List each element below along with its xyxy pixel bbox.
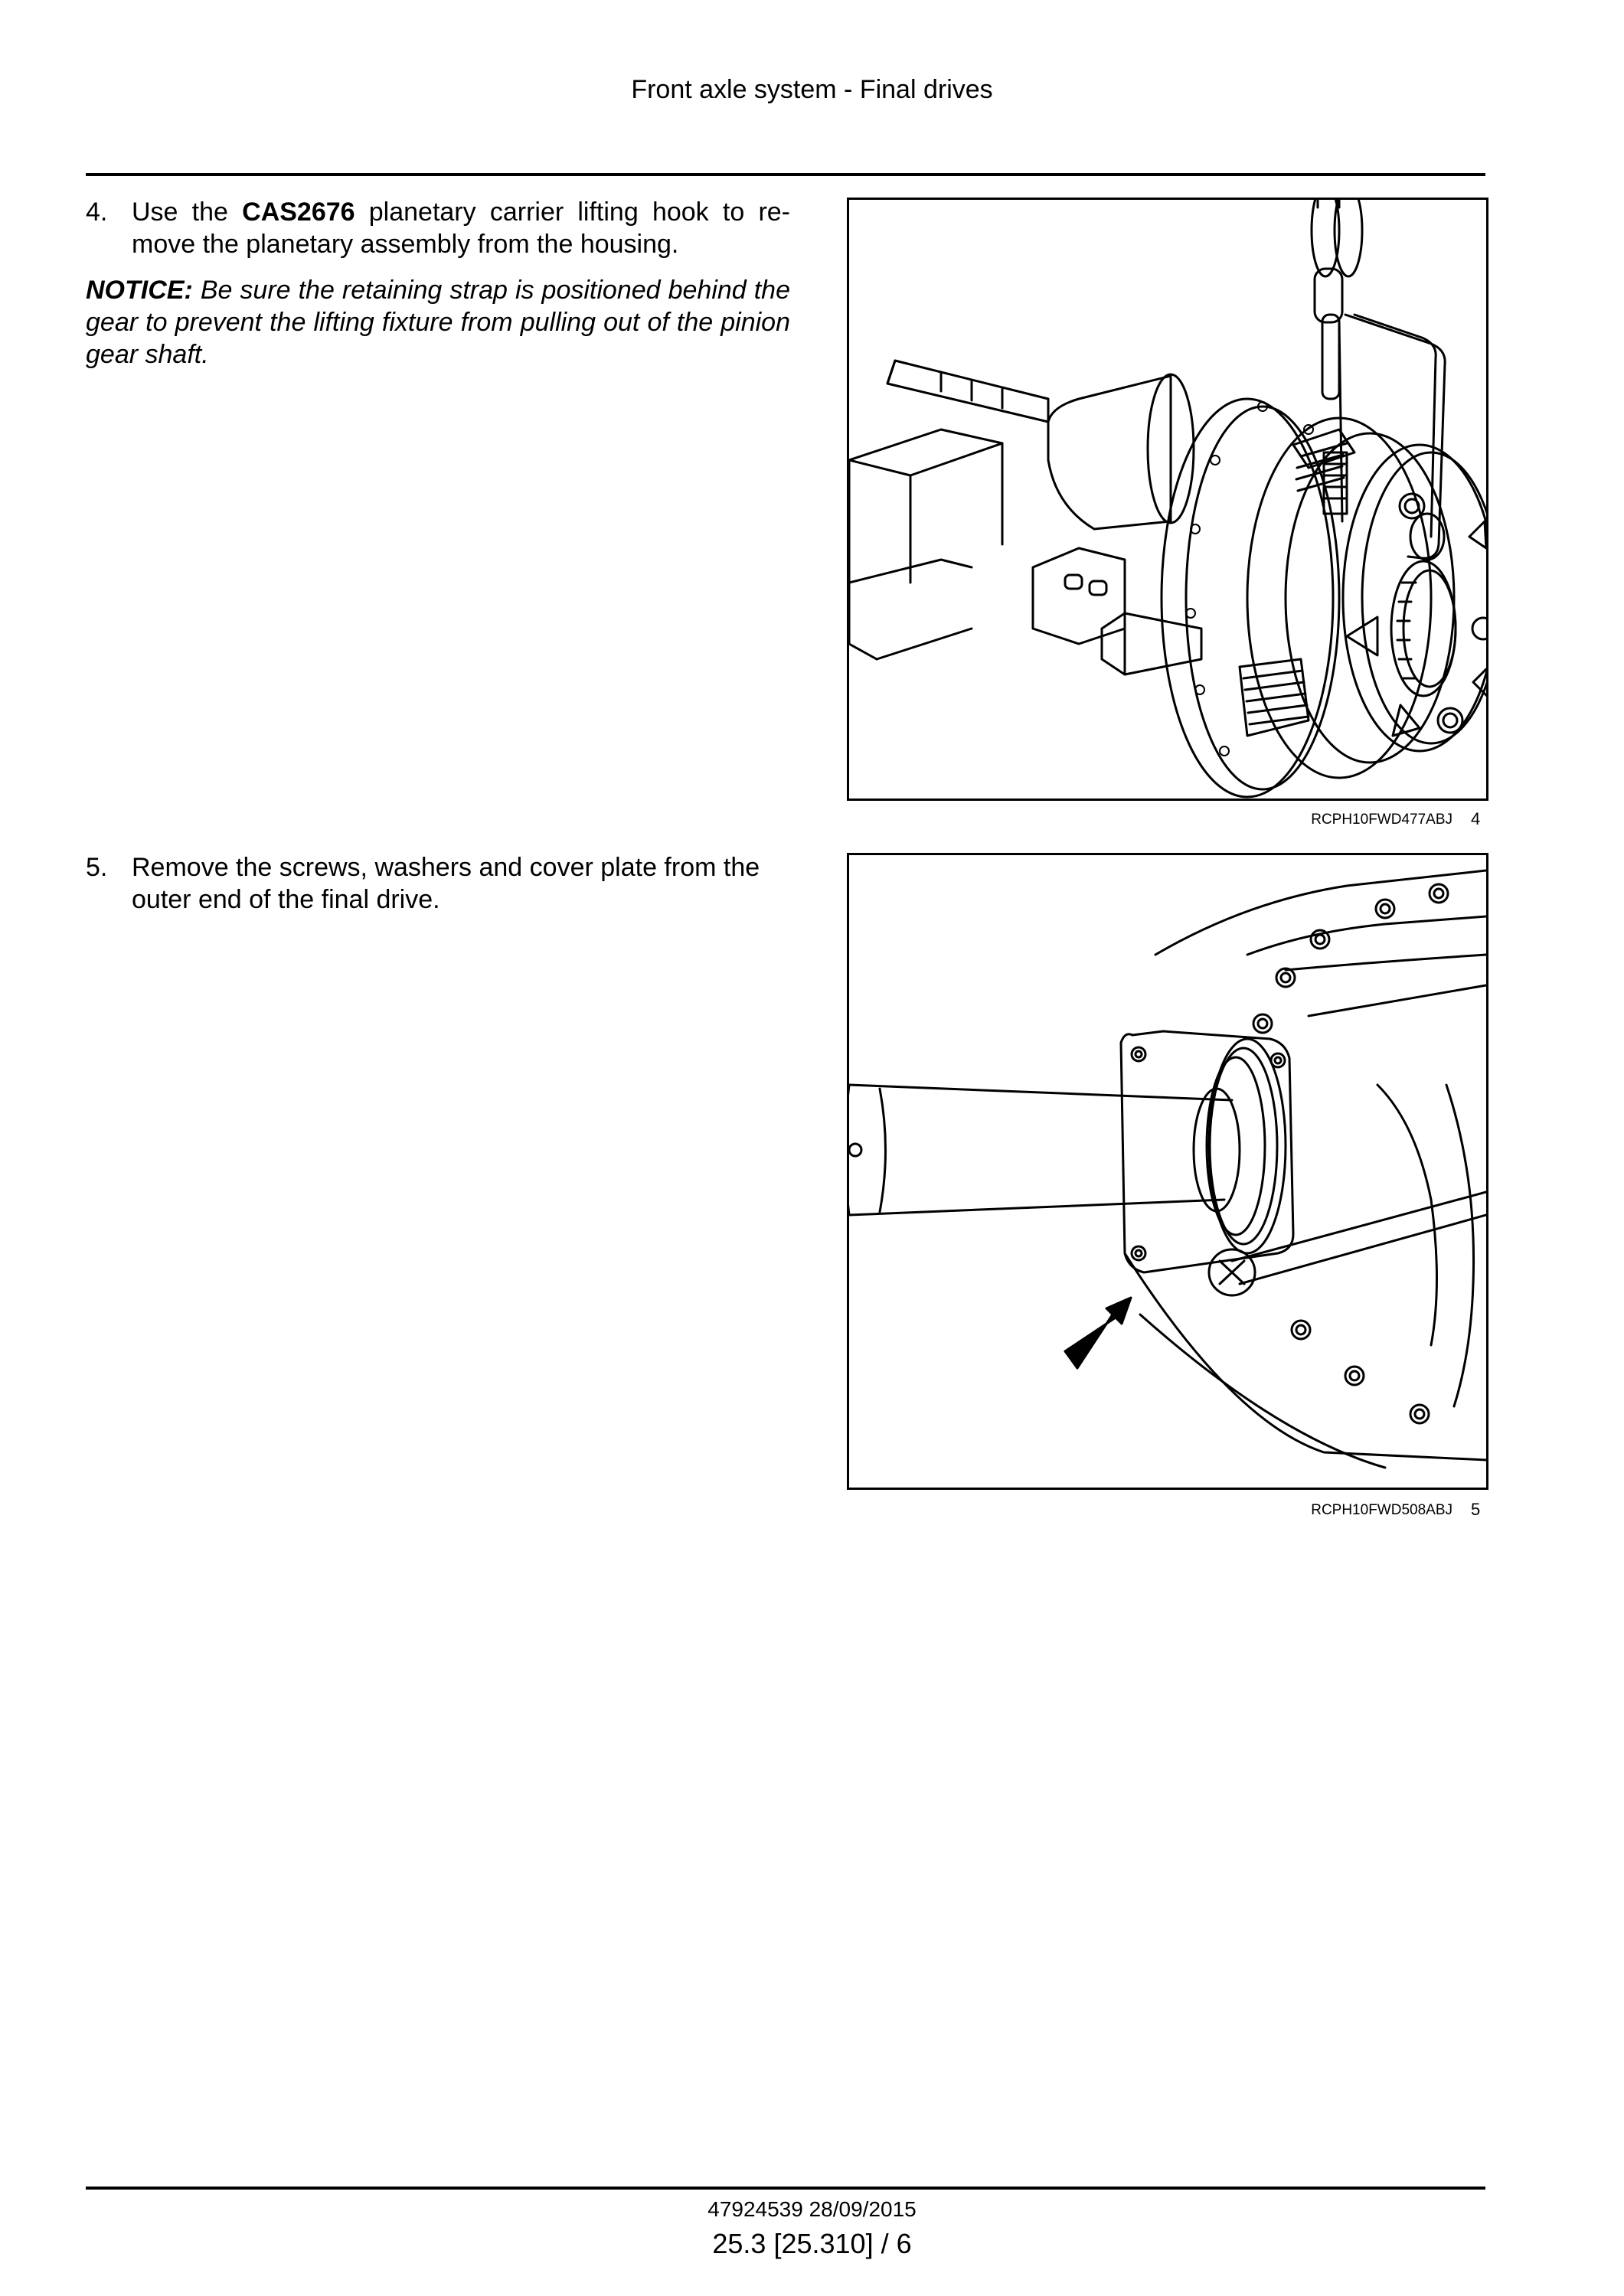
step-text: Remove the screws, washers and cover pla… [132, 853, 760, 914]
figure-number: 4 [1471, 809, 1481, 828]
page-number: 25.3 [25.310] / 6 [712, 2228, 912, 2259]
notice-label: NOTICE: [86, 276, 193, 305]
page-header-title: Front axle system - Final drives [631, 75, 993, 104]
figure-number: 5 [1471, 1500, 1481, 1519]
tool-code: CAS2676 [242, 198, 355, 227]
step-text-part: planetary carrier lifting hook to re-mov… [132, 198, 790, 259]
footer-rule [86, 2187, 1485, 2190]
notice-text: Be sure the retaining strap is positione… [86, 276, 790, 369]
notice-block: NOTICE: Be sure the retaining strap is p… [86, 274, 790, 371]
step-text-part: Use the [132, 198, 243, 227]
step-text: Use the CAS2676 planetary carrier liftin… [132, 196, 790, 260]
step-5: 5. Remove the screws, washers and cover … [86, 851, 790, 916]
step-number: 5. [86, 853, 108, 882]
figure-code: RCPH10FWD508ABJ [1311, 1502, 1452, 1518]
figure-planetary-lift [847, 198, 1488, 801]
figure-code: RCPH10FWD477ABJ [1311, 812, 1452, 828]
document-code: 47924539 28/09/2015 [707, 2197, 917, 2221]
step-number: 4. [86, 198, 108, 227]
figure-cover-plate [847, 853, 1488, 1490]
step-4: 4. Use the CAS2676 planetary carrier lif… [86, 196, 790, 260]
header-rule [86, 173, 1485, 176]
